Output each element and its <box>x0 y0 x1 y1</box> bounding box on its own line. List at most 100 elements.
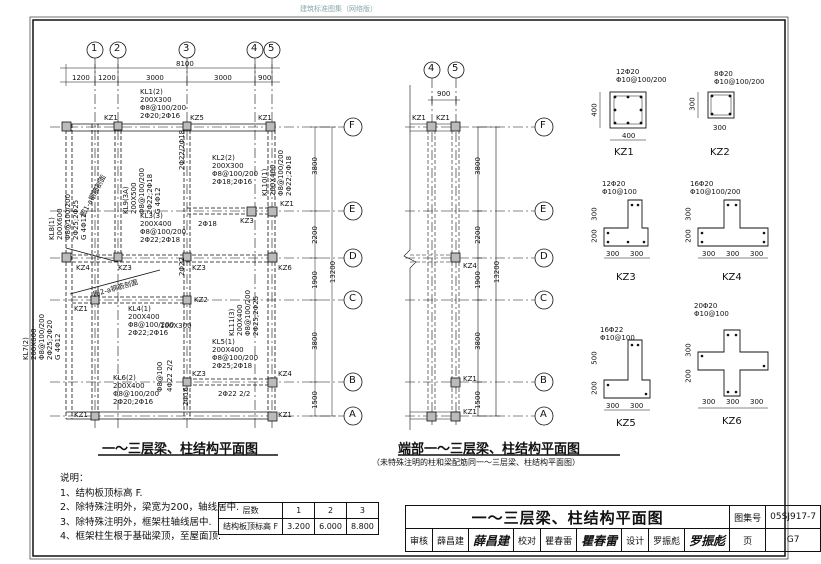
level-cell: 结构板顶标高 F <box>217 518 284 535</box>
column-tag: KZ1 <box>412 114 426 122</box>
beam-misc: Φ8@100 <box>156 361 164 392</box>
dim-total: 13200 <box>329 260 338 284</box>
beam-misc: 2Φ18 <box>198 220 217 228</box>
axis-label: A <box>349 409 356 420</box>
kz2-label: KZ2 <box>710 147 730 158</box>
kz2-dim: 300 <box>688 97 697 111</box>
dim: 2200 <box>310 226 319 244</box>
level-cell: 8.800 <box>345 518 379 535</box>
column-tag: KZ3 <box>192 370 206 378</box>
column-tag: KZ1 <box>280 200 294 208</box>
column-tag: KZ5 <box>190 114 204 122</box>
axis-label: E <box>349 204 356 215</box>
kz5-dim: 300 <box>630 402 644 410</box>
kz1-dim: 400 <box>590 103 599 117</box>
level-header: 层数 <box>217 502 284 519</box>
axis-label: E <box>540 204 547 215</box>
header-watermark: 建筑标准图集（网络版） <box>300 5 377 13</box>
checker: 瞿春雷 <box>540 528 578 552</box>
axis-label: F <box>540 120 546 131</box>
level-cell: 3.200 <box>282 518 316 535</box>
beam-misc: 2Φ22 2/2 <box>218 390 251 398</box>
level-cell: 6.000 <box>314 518 347 535</box>
column-tag: KZ3 <box>118 264 132 272</box>
beam-misc: 4Φ22 2/2 <box>166 359 174 392</box>
notes: 说明： 1、结构板顶标高 F. 2、除特殊注明外，梁宽为200，轴线居中. 3、… <box>60 472 239 545</box>
axis-label: 5 <box>452 63 459 74</box>
beam-misc: 2Φ16 <box>182 387 190 406</box>
kz6-dim: 300 <box>684 343 693 357</box>
beam-misc: 2Φ22/2Φ18 <box>178 129 186 170</box>
kz6-dim: 300 <box>702 398 716 406</box>
note-item: 4、框架柱生根于基础梁顶，至屋面顶. <box>60 531 222 542</box>
column-tag: KZ1 <box>74 411 88 419</box>
kz5-label: KZ5 <box>616 418 636 429</box>
kz6-label: KZ6 <box>722 416 742 427</box>
kz4-dim: 300 <box>726 250 740 258</box>
dim: 1200 <box>98 74 116 82</box>
column-tag: KZ4 <box>278 370 292 378</box>
dim-total: 8100 <box>176 60 194 68</box>
designer-signature: 罗振彪 <box>684 528 731 552</box>
dim: 1500 <box>473 391 482 409</box>
kz4-dim: 300 <box>702 250 716 258</box>
dim: 3000 <box>214 74 232 82</box>
axis-label: 5 <box>268 43 275 54</box>
designer: 罗振彪 <box>648 528 686 552</box>
kz4-dim: 300 <box>750 250 764 258</box>
kz6-dim: 300 <box>726 398 740 406</box>
dim: 3800 <box>473 332 482 350</box>
column-tag: KZ1 <box>104 114 118 122</box>
kz4-dim: 300 <box>684 207 693 221</box>
column-tag: KZ1 <box>463 408 477 416</box>
axis-label: F <box>349 120 355 131</box>
axis-label: A <box>540 409 547 420</box>
note-item: 1、结构板顶标高 F. <box>60 487 143 499</box>
level-table: 层数 1 2 3 结构板顶标高 F 3.200 6.000 8.800 <box>217 502 379 535</box>
kz6-dim: 200 <box>684 369 693 383</box>
column-tag: KZ4 <box>463 262 477 270</box>
dim: 900 <box>258 74 272 82</box>
column-tag: KZ2 <box>194 296 208 304</box>
drawing-sheet: 建筑标准图集（网络版） 1 2 3 4 5 8100 1200 1200 300… <box>22 5 821 560</box>
kz3-dim: 300 <box>606 250 620 258</box>
column-tag: KZ4 <box>76 264 90 272</box>
reviewer-signature: 薛昌建 <box>468 528 515 552</box>
axis-label: C <box>540 293 547 304</box>
dim: 900 <box>437 90 451 98</box>
left-plan-title: 一～三层梁、柱结构平面图 <box>102 442 259 457</box>
kz1-dim: 400 <box>622 132 636 140</box>
title-block-title: 一～三层梁、柱结构平面图 <box>404 505 731 529</box>
level-header: 2 <box>314 502 347 519</box>
column-tag: KZ1 <box>436 114 450 122</box>
beam-misc: 2Φ22 <box>178 257 186 276</box>
kz3-dim: 200 <box>590 229 599 243</box>
kz3-dim: 300 <box>630 250 644 258</box>
page-number: G7 <box>765 528 821 552</box>
note-item: 3、除特殊注明外，框架柱轴线居中. <box>60 516 212 528</box>
kz3-label: KZ3 <box>616 272 636 283</box>
right-plan-title: 端部一～三层梁、柱结构平面图 <box>398 442 581 457</box>
dim: 3800 <box>310 157 319 175</box>
column-sections <box>599 91 769 411</box>
axis-label: D <box>540 251 548 262</box>
beam-misc: 100X300 <box>160 322 192 330</box>
check-label: 校对 <box>513 528 542 552</box>
atlas-number: 05SJ917-7 <box>765 505 821 529</box>
axis-label: B <box>540 375 547 386</box>
column-tag: KZ1 <box>463 375 477 383</box>
axis-label: B <box>349 375 356 386</box>
drawing-canvas <box>29 16 789 560</box>
